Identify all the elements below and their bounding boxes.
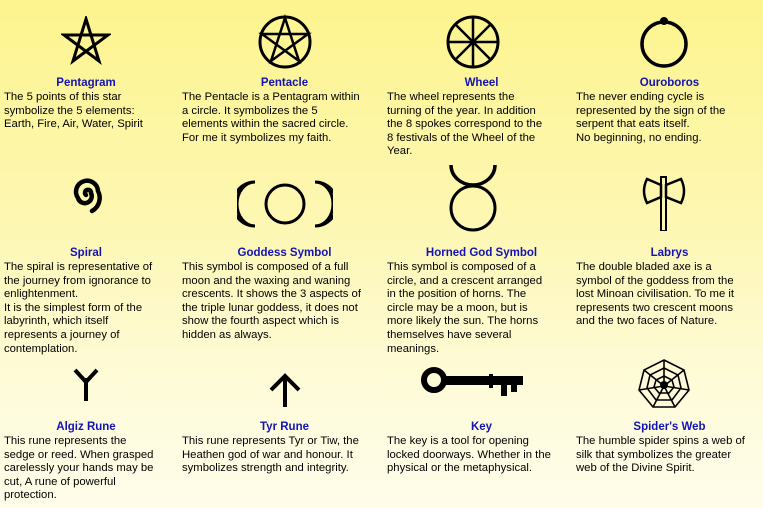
symbol-description: The humble spider spins a web of silk th… (576, 435, 745, 475)
symbol-ouroboros: Ouroboros The never ending cycle is repr… (576, 0, 763, 165)
symbol-key: Key The key is a tool for opening locked… (387, 362, 576, 508)
symbol-title: Algiz Rune (56, 421, 116, 433)
symbol-description: The spiral is representative of the jour… (4, 261, 153, 355)
horned-god-icon (369, 163, 576, 235)
spider-web-icon (564, 358, 763, 410)
symbol-pentacle: Pentacle The Pentacle is a Pentagram wit… (182, 0, 387, 165)
symbol-description: This symbol is composed of a circle, and… (387, 261, 543, 355)
algiz-rune-icon (0, 368, 182, 402)
symbol-title: Ouroboros (639, 77, 700, 89)
key-icon (369, 366, 576, 398)
tyr-rune-icon (182, 372, 387, 408)
spiral-icon (0, 173, 182, 217)
symbol-tyr-rune: Tyr Rune This rune represents Tyr or Tiw… (182, 362, 387, 508)
symbol-title: Pentagram (56, 77, 116, 89)
symbol-pentagram: Pentagram The 5 points of this star symb… (4, 0, 182, 165)
symbol-labrys: Labrys The double bladed axe is a symbol… (576, 165, 763, 365)
symbol-description: The double bladed axe is a symbol of the… (576, 261, 735, 328)
symbol-description: The 5 points of this star symbolize the … (4, 91, 143, 131)
symbol-algiz-rune: Algiz Rune This rune represents the sedg… (4, 362, 182, 508)
symbol-spiral: Spiral The spiral is representative of t… (4, 165, 182, 365)
symbol-title: Horned God Symbol (425, 247, 538, 259)
symbol-title: Pentacle (260, 77, 309, 89)
symbol-description: The key is a tool for opening locked doo… (387, 435, 551, 475)
pentacle-icon (182, 14, 387, 70)
symbol-description: This rune represents the sedge or reed. … (4, 435, 154, 502)
symbol-description: This symbol is composed of a full moon a… (182, 261, 361, 341)
symbol-goddess: Goddess Symbol This symbol is composed o… (182, 165, 387, 365)
symbol-title: Spiral (70, 247, 102, 259)
symbol-title: Labrys (650, 247, 689, 259)
labrys-icon (564, 175, 763, 231)
symbol-description: This rune represents Tyr or Tiw, the Hea… (182, 435, 359, 475)
symbol-wheel: Wheel The wheel represents the turning o… (387, 0, 576, 165)
symbol-description: The wheel represents the turning of the … (387, 91, 543, 158)
ouroboros-icon (564, 14, 763, 70)
triple-moon-icon (182, 179, 387, 229)
symbol-description: The Pentacle is a Pentagram within a cir… (182, 91, 360, 144)
symbol-title: Wheel (464, 77, 499, 89)
symbol-title: Spider's Web (633, 421, 706, 433)
symbol-title: Key (470, 421, 493, 433)
symbol-spider-web: Spider's Web The humble spider spins a w… (576, 359, 763, 508)
symbol-title: Tyr Rune (260, 421, 309, 433)
pentagram-icon (0, 16, 182, 66)
wheel-icon (369, 14, 576, 70)
symbol-horned-god: Horned God Symbol This symbol is compose… (387, 164, 576, 365)
symbol-description: The never ending cycle is represented by… (576, 91, 726, 144)
symbol-title: Goddess Symbol (237, 247, 332, 259)
